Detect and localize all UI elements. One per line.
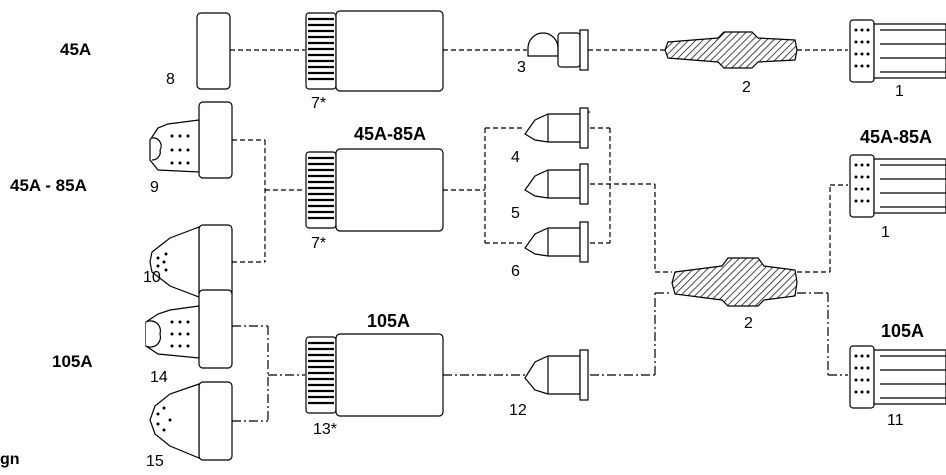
part-number-14: 14 — [150, 369, 168, 386]
part-14-shield — [145, 289, 233, 369]
part-number-2-row1: 2 — [742, 79, 751, 96]
part-6-nozzle — [524, 221, 589, 263]
part-7-retaining-cap-row2 — [305, 148, 444, 232]
part-number-5: 5 — [511, 205, 520, 222]
part-number-7-row1: 7* — [311, 95, 327, 112]
heading-swirl-45a-85a: 45A-85A — [860, 127, 933, 147]
part-12-nozzle — [524, 349, 589, 401]
part-number-2-shared: 2 — [744, 315, 753, 332]
part-11-swirl-ring — [849, 345, 946, 409]
row-label-45a: 45A — [60, 40, 92, 59]
part-number-6: 6 — [511, 263, 520, 280]
part-number-15: 15 — [146, 453, 164, 470]
part-7-retaining-cap-row1 — [305, 10, 444, 92]
part-5-nozzle — [524, 163, 589, 205]
part-8-shield — [196, 12, 231, 90]
part-number-8: 8 — [166, 71, 175, 88]
part-number-10: 10 — [143, 269, 161, 286]
part-number-1-row1: 1 — [895, 83, 904, 100]
row3-connectors — [232, 292, 848, 422]
part-number-1-row2: 1 — [881, 224, 890, 241]
part-1-swirl-ring-row2 — [849, 154, 946, 218]
part-10-shield — [149, 224, 233, 300]
corner-text: gn — [0, 451, 20, 468]
part-2-electrode-row1 — [664, 31, 798, 69]
part-15-shield — [149, 381, 233, 461]
part-4-nozzle — [524, 107, 590, 149]
part-9-shield — [149, 101, 233, 179]
part-number-12: 12 — [509, 402, 527, 419]
part-2-electrode-shared — [671, 257, 798, 307]
part-number-7-row2: 7* — [311, 235, 327, 252]
heading-body-45a-85a: 45A-85A — [354, 124, 427, 144]
heading-swirl-105a: 105A — [881, 321, 925, 341]
part-number-13: 13* — [313, 421, 338, 438]
heading-body-105a: 105A — [367, 311, 411, 331]
part-number-9: 9 — [150, 179, 159, 196]
part-1-swirl-ring-row1 — [849, 19, 946, 83]
part-13-retaining-cap — [305, 333, 444, 417]
part-number-11: 11 — [887, 412, 904, 429]
part-number-3: 3 — [517, 59, 526, 76]
part-3-nozzle — [527, 29, 589, 71]
part-number-4: 4 — [511, 149, 520, 166]
row2-connectors — [232, 127, 848, 273]
row-label-45a-85a: 45A - 85A — [10, 176, 87, 195]
row-label-105a: 105A — [52, 352, 93, 371]
